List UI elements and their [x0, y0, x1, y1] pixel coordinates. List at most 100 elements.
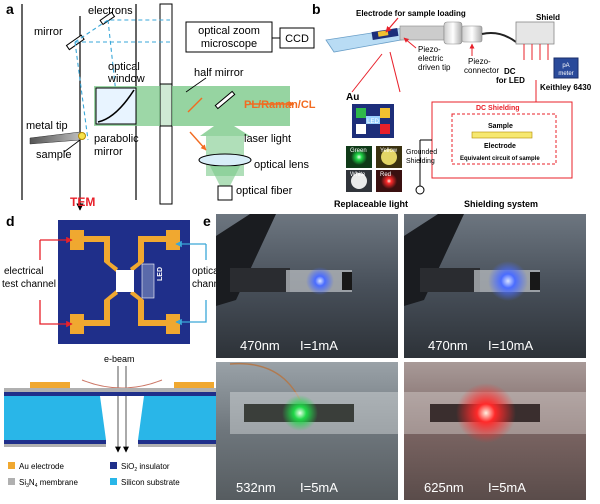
grounded-label-2: Shielding: [406, 158, 435, 165]
cross-section-legend: Au electrode Si3N4 membrane SiO2 insulat…: [8, 462, 180, 489]
sio2-layer: [4, 392, 240, 396]
photo-625nm-5ma: 625nm I=5mA: [404, 362, 586, 500]
photo-3-wavelength: 532nm: [236, 480, 276, 495]
pa-meter-label-1: pA: [562, 63, 569, 69]
photo-4-current: I=5mA: [488, 480, 526, 495]
photo-532nm-5ma: 532nm I=5mA: [216, 362, 398, 500]
chip-led: [141, 263, 155, 299]
focused-beam: [210, 166, 240, 186]
electrode-arrow: [385, 17, 399, 33]
legend-si-swatch: [110, 478, 117, 485]
photo-2-current: I=10mA: [488, 338, 533, 353]
optical-zoom-box: [185, 21, 273, 53]
legend-sin-swatch: [8, 478, 15, 485]
optical-window-label-2: window: [107, 73, 145, 85]
au-electrode-left: [30, 382, 70, 388]
sample-label: sample: [36, 149, 71, 161]
electrons-label: electrons: [88, 5, 133, 17]
legend-au-label: Au electrode: [19, 462, 64, 471]
piezo-tip-arrow: [403, 37, 417, 49]
led-center: [366, 116, 380, 124]
legend-sio2-swatch: [110, 462, 117, 469]
keithley-label: Keithley 6430: [540, 83, 592, 92]
metal-tip-label: metal tip: [26, 120, 68, 132]
piezo-tip-label-3: driven tip: [418, 63, 451, 72]
ebeam-label: e-beam: [104, 354, 135, 364]
legend-au-swatch: [8, 462, 15, 469]
au-label: Au: [346, 92, 359, 103]
green-beam-down: [200, 126, 250, 136]
panel-b-letter: b: [312, 1, 321, 17]
metal-tip: [29, 131, 81, 145]
chip-electrodes: [70, 230, 180, 334]
led-color-tiles: Green Yellow White Red: [346, 146, 402, 192]
dashed-path-upper: [74, 19, 170, 43]
photo-2-wavelength: 470nm: [428, 338, 468, 353]
shielding-system-label: Shielding system: [464, 199, 538, 209]
optical-channel-arrow-2: [175, 300, 207, 326]
upper-mirror: [99, 11, 116, 26]
photo-1-wavelength: 470nm: [240, 338, 280, 353]
photo-1-current: I=1mA: [300, 338, 338, 353]
photo-3-current: I=5mA: [300, 480, 338, 495]
optical-channel-label-1: optical: [192, 266, 221, 277]
half-mirror-leader: [185, 77, 207, 93]
yellow-tile-label: Yellow: [380, 148, 398, 154]
dc-label: DC: [504, 67, 516, 76]
grounded-label-1: Grounded: [406, 149, 437, 156]
shield-label: Shield: [536, 13, 560, 22]
white-tile-label: White: [350, 172, 366, 178]
optical-fiber: [217, 185, 233, 201]
chip-window: [116, 270, 134, 292]
parabolic-label-1: parabolic: [94, 133, 139, 145]
pl-raman-cl-label: PL/Raman/CL: [244, 99, 316, 111]
au-zoom-line-2: [389, 51, 401, 93]
au-electrode-right: [174, 382, 214, 388]
led-pad-red: [380, 124, 390, 134]
dc-shielding-label: DC Shielding: [476, 105, 520, 112]
circuit-electrode-label: Electrode: [484, 143, 516, 150]
panel-e: e 470nm I=1mA 470nm I=10mA: [203, 213, 586, 500]
half-mirror-label: half mirror: [194, 67, 244, 79]
electrical-label-1: electrical: [4, 266, 43, 277]
optical-lens: [198, 153, 252, 167]
optical-fiber-label: optical fiber: [236, 185, 293, 197]
electrical-label-2: test channel: [2, 279, 56, 290]
pa-meter-box: [553, 57, 579, 79]
led-glow-2: [488, 261, 528, 301]
sio2-bottom-left: [4, 440, 106, 444]
piezo-connector-label-2: connector: [464, 66, 499, 75]
electrode-loading-label: Electrode for sample loading: [356, 9, 466, 18]
circuit-sample-bar: [471, 131, 533, 139]
sin-membrane-layer: [4, 388, 240, 392]
shielding-inner-box: [451, 113, 557, 165]
photo-470nm-10ma: 470nm I=10mA: [404, 214, 586, 358]
silicon-substrate-right: [138, 396, 240, 440]
legend-si-label: Silicon substrate: [121, 478, 180, 487]
parabolic-mirror-box: [95, 87, 137, 125]
green-tile-label: Green: [350, 148, 367, 154]
optical-window-label-1: optical: [108, 61, 140, 73]
photo-470nm-1ma: 470nm I=1mA: [216, 214, 398, 358]
electrical-channel-arrow-2: [39, 300, 73, 328]
shield-box: [515, 21, 555, 45]
photo-4-wavelength: 625nm: [424, 480, 464, 495]
legend-sio2-label: SiO2 insulator: [121, 462, 170, 473]
optical-channel-label-2: channel: [192, 279, 227, 290]
red-tile-label: Red: [380, 172, 391, 178]
sample-dot: [78, 132, 86, 140]
optical-window-glass: [159, 83, 173, 127]
piezo-tip-label-1: Piezo-: [418, 45, 441, 54]
sample-holder: [325, 21, 517, 53]
equivalent-circuit-label: Equivalent circuit of sample: [460, 156, 540, 162]
panel-d: d LED electrical test channel optical ch…: [2, 213, 240, 489]
silicon-substrate-left: [4, 396, 106, 440]
half-mirror: [214, 90, 236, 110]
led-pad-yellow: [380, 108, 390, 118]
cross-section-wire: [81, 379, 163, 389]
sample-leader: [63, 139, 81, 153]
laser-light-label: laser light: [244, 133, 291, 145]
microscope-label: microscope: [201, 38, 257, 50]
piezo-tip-label-2: electric: [418, 54, 443, 63]
